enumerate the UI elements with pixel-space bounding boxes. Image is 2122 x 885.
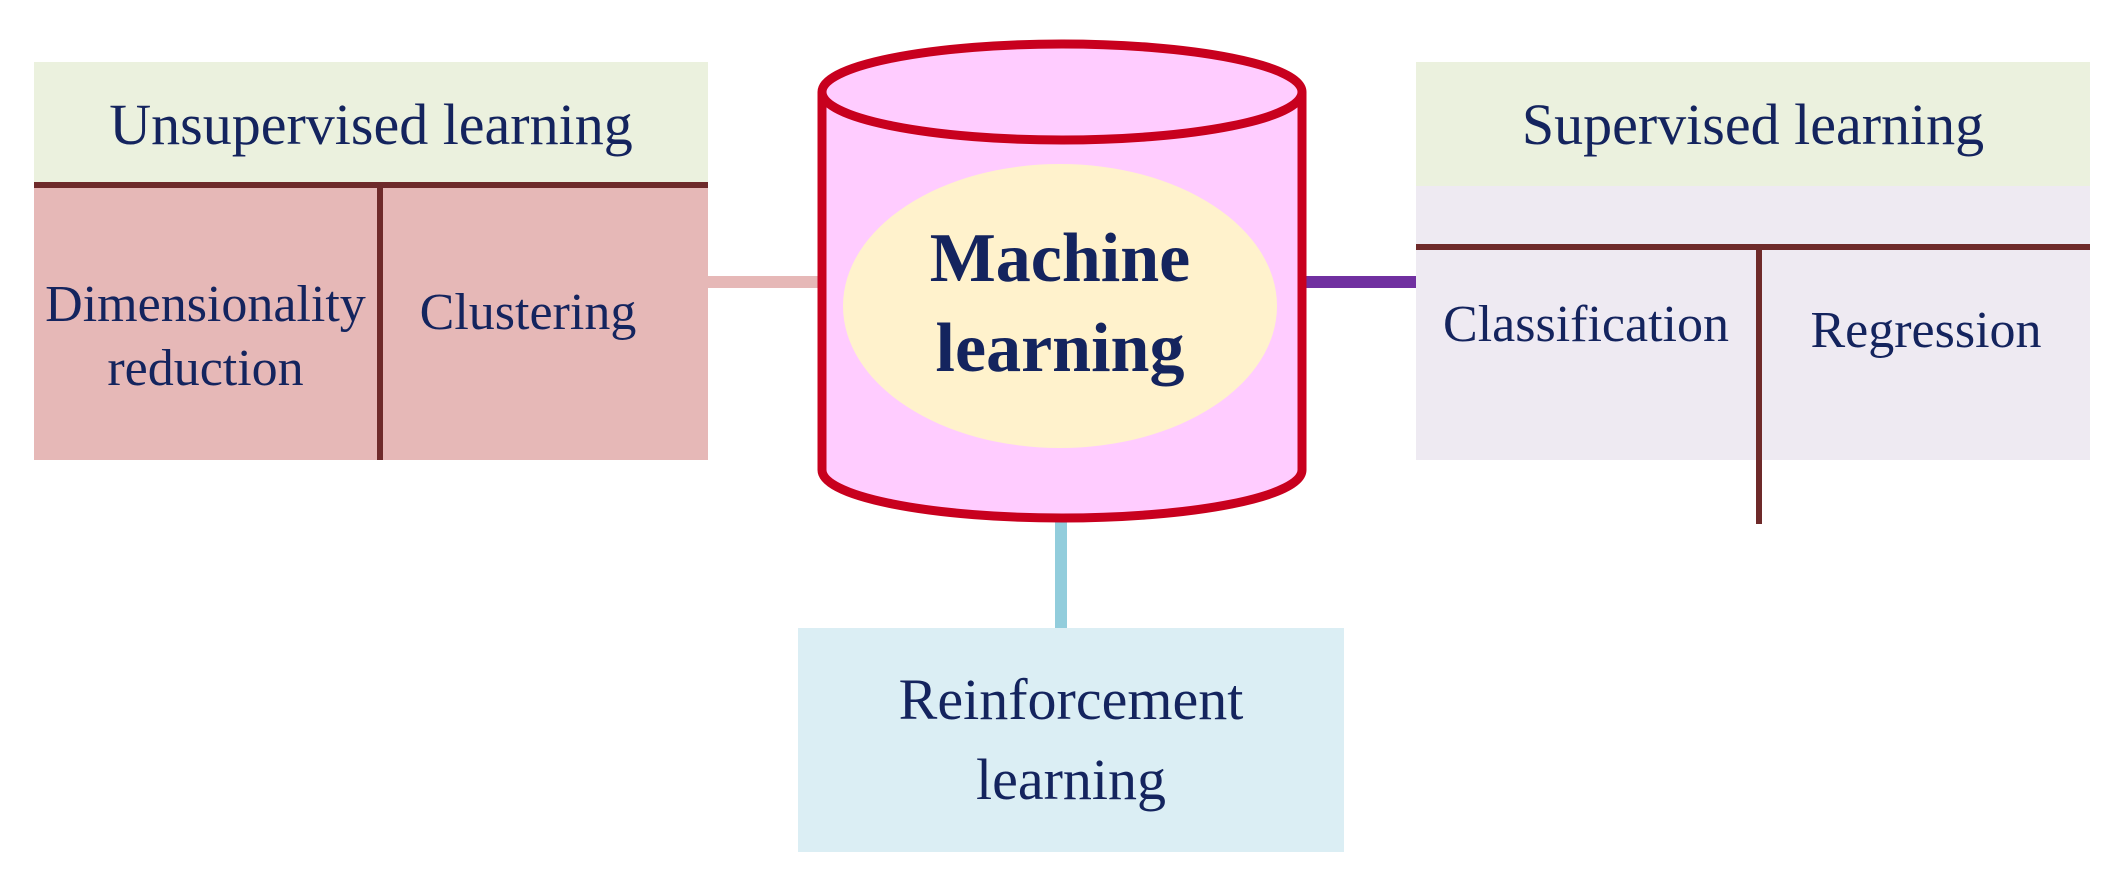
classification-label: Classification <box>1443 296 1729 353</box>
unsupervised-divider-h <box>34 182 708 188</box>
supervised-title: Supervised learning <box>1521 91 1985 157</box>
regression-label: Regression <box>1810 302 2042 359</box>
unsupervised-divider-v <box>377 186 383 460</box>
inner-ellipse <box>843 164 1277 448</box>
supervised-divider-h <box>1416 244 2090 250</box>
item-classification: Classification <box>1416 280 1756 370</box>
connector-unsupervised <box>708 276 818 288</box>
machine-learning-line1: Machine <box>929 220 1191 297</box>
supervised-panel: Supervised learning Classification Regre… <box>1416 62 2090 524</box>
unsupervised-title: Unsupervised learning <box>109 91 633 157</box>
reinforcement-line2: learning <box>975 747 1167 812</box>
supervised-header: Supervised learning <box>1416 62 2090 186</box>
supervised-body <box>1416 186 2090 460</box>
reinforcement-panel: Reinforcement learning <box>798 628 1344 852</box>
item-clustering: Clustering <box>383 268 673 358</box>
cylinder-top <box>817 39 1307 145</box>
dimensionality-line1: Dimensionality <box>45 276 366 333</box>
connector-supervised <box>1300 276 1416 288</box>
item-dimensionality-reduction: Dimensionality reduction <box>34 262 377 412</box>
supervised-divider-v <box>1756 250 1762 524</box>
item-regression: Regression <box>1762 286 2090 376</box>
unsupervised-header: Unsupervised learning <box>34 62 708 186</box>
unsupervised-body <box>34 186 708 460</box>
reinforcement-line1: Reinforcement <box>898 667 1244 732</box>
connector-reinforcement <box>1055 520 1067 630</box>
clustering-label: Clustering <box>419 284 637 341</box>
dimensionality-line2: reduction <box>107 340 304 397</box>
machine-learning-line2: learning <box>935 310 1185 387</box>
unsupervised-panel: Unsupervised learning Dimensionality red… <box>34 62 708 460</box>
machine-learning-label: Machine learning <box>860 214 1260 394</box>
